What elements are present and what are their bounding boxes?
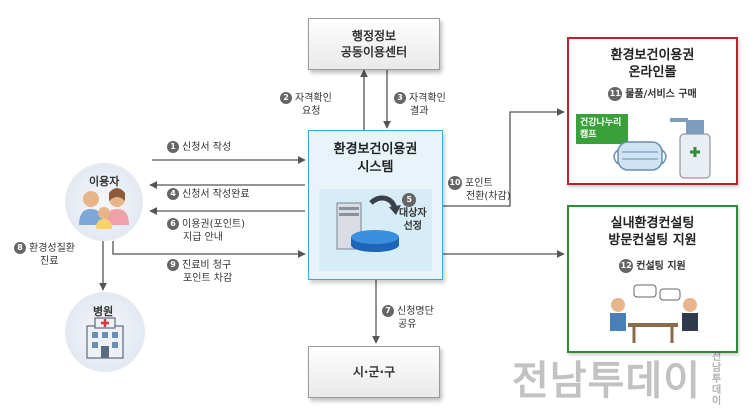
user-circle: 이용자 [65, 163, 143, 241]
local-gov-box: 시·군·구 [308, 346, 440, 398]
hospital-circle: 병원 [65, 292, 145, 372]
step-7-number: 7 [382, 305, 394, 317]
hospital-icon [86, 317, 124, 359]
step-9-number: 9 [167, 259, 179, 271]
step-2-line2: 요청 [302, 106, 321, 117]
step-4-text: 신청서 작성완료 [182, 189, 250, 200]
user-label: 이용자 [89, 175, 120, 188]
hospital-label: 병원 [93, 305, 114, 318]
arrow-step-9 [112, 241, 306, 258]
step-3-line2: 결과 [410, 106, 429, 117]
step-8-line2: 진료 [40, 256, 59, 267]
mall-title-line2: 온라인몰 [628, 65, 677, 80]
health-camp-badge: 건강나누리 캠프 [576, 114, 628, 144]
step-8-number: 8 [14, 242, 26, 254]
step-5-number: 5 [402, 193, 417, 207]
badge-line2: 캠프 [580, 130, 597, 140]
local-gov-label: 시·군·구 [352, 365, 396, 379]
step-7-line1: 신청명단 [397, 306, 434, 317]
step-2-line1: 자격확인 [295, 93, 332, 104]
step-3-number: 3 [394, 92, 406, 104]
admin-center-line2: 공동이용센터 [340, 45, 408, 59]
step-8-line1: 환경성질환 [29, 243, 75, 254]
step-10-number: 10 [448, 176, 462, 190]
step-9-line2: 포인트 차감 [183, 273, 233, 284]
step-7-line2: 공유 [398, 319, 417, 330]
consulting-people-icon [610, 284, 698, 343]
step-10-line1: 포인트 [465, 178, 493, 189]
step-11-text: 물품/서비스 구매 [625, 89, 697, 100]
system-inner-panel [319, 189, 432, 271]
step-11-number: 11 [608, 87, 623, 101]
system-title-line1: 환경보건이용권 [333, 142, 418, 157]
badge-line1: 건강나누리 [580, 118, 622, 128]
step-2-number: 2 [280, 92, 292, 104]
voucher-system-box: 환경보건이용권 시스템 5 대상자 선정 [308, 130, 443, 280]
admin-center-box: 행정정보 공동이용센터 [308, 18, 440, 70]
step-6-line2: 지급 안내 [183, 232, 223, 243]
watermark-side: 전남투데이 [712, 352, 722, 407]
step-9-line1: 진료비 청구 [182, 260, 232, 271]
step-6-number: 6 [167, 218, 179, 230]
step-5-line2: 선정 [403, 221, 422, 232]
step-12-text: 컨설팅 지원 [636, 261, 686, 272]
step-6-line1: 이용권(포인트) [182, 219, 246, 230]
step-5-line1: 대상자 [399, 208, 427, 219]
watermark-logo: 전남투데이 [512, 358, 701, 404]
step-1-number: 1 [167, 141, 179, 153]
step-10-line2: 전환(차감) [466, 191, 511, 202]
step-5-label: 5 대상자 선정 [395, 193, 427, 233]
step-3-line1: 자격확인 [409, 93, 446, 104]
server-icon [336, 195, 401, 252]
step-1-text: 신청서 작성 [182, 142, 232, 153]
consult-title-line2: 방문컨설팅 지원 [608, 233, 697, 248]
system-title-line2: 시스템 [357, 160, 394, 175]
mask-and-spray-icon [613, 118, 711, 179]
consult-title-line1: 실내환경컨설팅 [610, 216, 695, 231]
step-12-number: 12 [619, 259, 634, 273]
family-icon [79, 188, 129, 229]
admin-center-line1: 행정정보 [351, 29, 397, 43]
arrow-step-10 [443, 108, 565, 207]
step-4-number: 4 [167, 188, 179, 200]
mall-title-line1: 환경보건이용권 [610, 48, 695, 63]
